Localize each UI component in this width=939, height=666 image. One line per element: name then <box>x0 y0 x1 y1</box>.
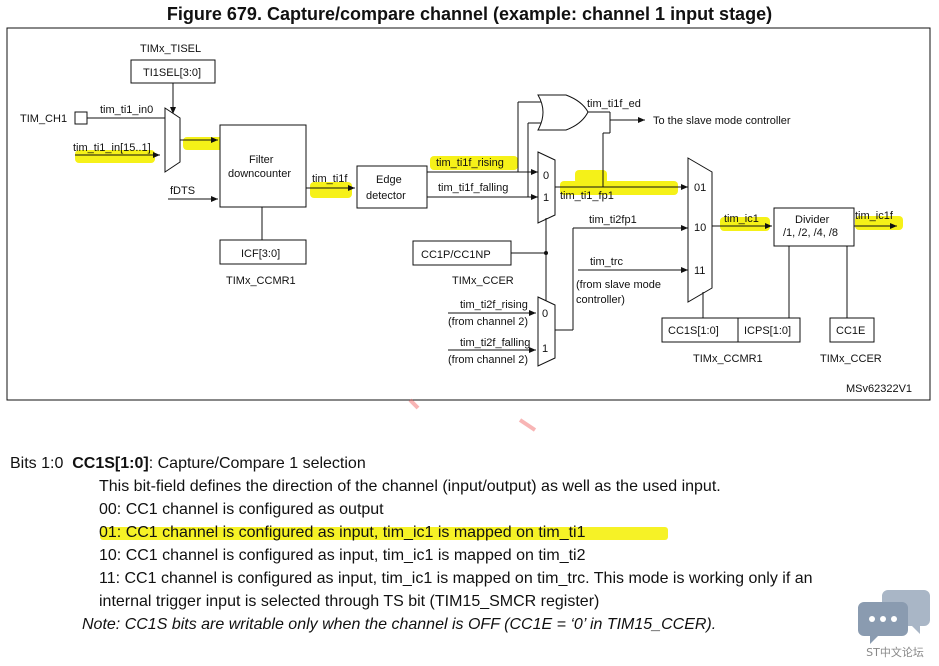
to-slave-label: To the slave mode controller <box>653 115 791 127</box>
input-mux <box>164 107 181 173</box>
option-01: 01: CC1 channel is configured as input, … <box>10 521 930 544</box>
option-11: 11: CC1 channel is configured as input, … <box>10 567 930 590</box>
icps-field-label: ICPS[1:0] <box>744 325 791 337</box>
ccmr1-fields-box <box>661 317 801 343</box>
option-00-text: 00: CC1 channel is configured as output <box>99 501 384 518</box>
polarity-mux <box>537 151 556 224</box>
tisel-field-label: TI1SEL[3:0] <box>143 67 201 79</box>
icf-field-box <box>219 239 307 265</box>
cc1p-field-label: CC1P/CC1NP <box>421 249 491 261</box>
sel-10: 10 <box>694 222 706 234</box>
tim-ti1f-label: tim_ti1f <box>312 173 348 185</box>
mux2-in-1: 1 <box>542 343 548 355</box>
mux-in-0: 0 <box>543 170 549 182</box>
yellow-highlights <box>75 137 903 231</box>
tim-ti2f-rising-label: tim_ti2f_rising <box>460 299 528 311</box>
watermark-marks <box>408 398 537 432</box>
ti2-polarity-mux <box>537 296 556 367</box>
figure-title: Figure 679. Capture/compare channel (exa… <box>166 4 773 24</box>
sel-01: 01 <box>694 182 706 194</box>
filter-block <box>219 124 307 208</box>
timx-tisel-label: TIMx_TISEL <box>140 43 201 55</box>
mux-in-1: 1 <box>543 192 549 204</box>
divider-block <box>773 207 855 247</box>
bits-header: Bits 1:0 CC1S[1:0]: Capture/Compare 1 se… <box>10 452 930 475</box>
option-00: 00: CC1 channel is configured as output <box>10 498 930 521</box>
bits-description: Bits 1:0 CC1S[1:0]: Capture/Compare 1 se… <box>10 452 930 636</box>
bits-name: CC1S[1:0] <box>72 455 149 472</box>
tim-ch1-label: TIM_CH1 <box>20 113 67 125</box>
tim-ti1-in0-label: tim_ti1_in0 <box>100 104 153 116</box>
divider-label-1: Divider <box>795 214 830 226</box>
or-gate <box>537 94 589 131</box>
tim-trc-label: tim_trc <box>590 256 624 268</box>
fdts-label: fDTS <box>170 185 195 197</box>
from-channel-2-label-b: (from channel 2) <box>448 354 528 366</box>
bits-line1: This bit-field defines the direction of … <box>10 475 930 498</box>
from-slave-label-2: controller) <box>576 294 625 306</box>
option-11-text-a: 11: CC1 channel is configured as input, … <box>99 570 813 587</box>
edge-detector-block <box>356 165 428 209</box>
timx-ccmr1-label-a: TIMx_CCMR1 <box>226 275 296 287</box>
tim-ch1-pin <box>74 111 88 125</box>
option-01-text: 01: CC1 channel is configured as input, … <box>99 524 586 541</box>
watermark-text: ST中文论坛 <box>866 646 924 659</box>
edge-label-1: Edge <box>376 174 402 186</box>
cc1s-field-label: CC1S[1:0] <box>668 325 719 337</box>
from-slave-label-1: (from slave mode <box>576 279 661 291</box>
filter-label-1: Filter <box>249 154 274 166</box>
bits-line1-text: This bit-field defines the direction of … <box>99 478 721 495</box>
icf-field-label: ICF[3:0] <box>241 248 280 260</box>
tim-ti2f-falling-label: tim_ti2f_falling <box>460 337 530 349</box>
tim-ti1-in-15-1-label: tim_ti1_in[15..1] <box>73 142 151 154</box>
capture-compare-diagram: TIMx_TISEL TI1SEL[3:0] TIM_CH1 tim_ti1_i… <box>6 27 931 432</box>
option-10: 10: CC1 channel is configured as input, … <box>10 544 930 567</box>
option-10-text: 10: CC1 channel is configured as input, … <box>99 547 586 564</box>
from-channel-2-label-a: (from channel 2) <box>448 316 528 328</box>
bits-desc: : Capture/Compare 1 selection <box>148 455 366 472</box>
timx-ccer-label-b: TIMx_CCER <box>820 353 882 365</box>
option-11-text-b: internal trigger input is selected throu… <box>99 593 600 610</box>
tim-ti1f-ed-label: tim_ti1f_ed <box>587 98 641 110</box>
diagram-frame <box>6 27 931 401</box>
divider-label-2: /1, /2, /4, /8 <box>783 227 838 239</box>
option-11-cont: internal trigger input is selected throu… <box>10 590 930 613</box>
cc1s-mux <box>687 157 713 303</box>
doc-id-label: MSv62322V1 <box>846 383 912 395</box>
cc1e-field-label: CC1E <box>836 325 865 337</box>
tim-ti1-fp1-label: tim_ti1_fp1 <box>560 190 614 202</box>
mux2-in-0: 0 <box>542 308 548 320</box>
chat-bubble-icon <box>858 590 930 644</box>
edge-label-2: detector <box>366 190 406 202</box>
tim-ti1f-falling-label: tim_ti1f_falling <box>438 182 508 194</box>
note: Note: CC1S bits are writable only when t… <box>10 613 930 636</box>
cc1e-field-box <box>829 317 875 343</box>
sel-11: 11 <box>694 265 705 277</box>
tim-ti1f-rising-label: tim_ti1f_rising <box>436 157 504 169</box>
tim-ic1-label: tim_ic1 <box>724 213 759 225</box>
note-text: Note: CC1S bits are writable only when t… <box>82 616 717 633</box>
filter-label-2: downcounter <box>228 168 291 180</box>
timx-ccmr1-label-b: TIMx_CCMR1 <box>693 353 763 365</box>
tim-ic1f-label: tim_ic1f <box>855 210 894 222</box>
option-01-highlight <box>100 527 668 540</box>
bits-prefix: Bits 1:0 <box>10 455 64 472</box>
tim-ti2fp1-label: tim_ti2fp1 <box>589 214 637 226</box>
timx-ccer-label-a: TIMx_CCER <box>452 275 514 287</box>
